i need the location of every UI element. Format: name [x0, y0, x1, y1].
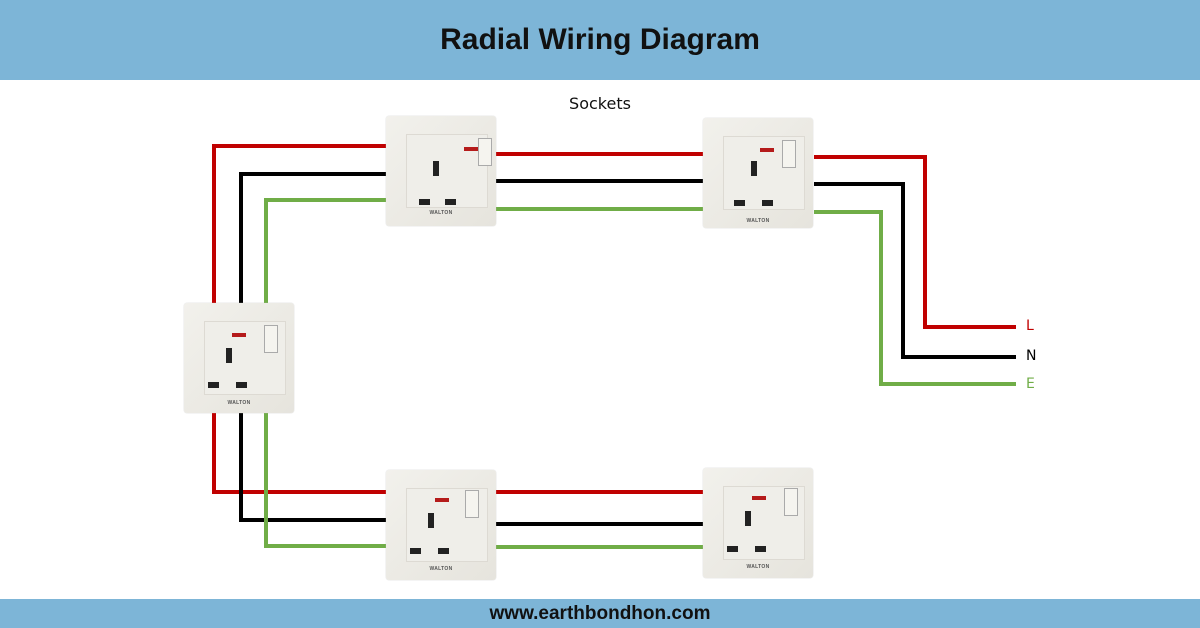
neutral-wire-supply	[814, 182, 1016, 359]
live-pin-icon	[727, 546, 738, 552]
live-pin-icon	[208, 382, 219, 388]
switch-icon	[784, 488, 798, 516]
live-pin-icon	[419, 199, 430, 205]
neutral-wire-left-bottom	[239, 412, 390, 522]
socket-brand: WALTON	[429, 210, 453, 216]
neutral-pin-icon	[438, 548, 449, 554]
page-title: Radial Wiring Diagram	[440, 23, 760, 56]
live-pin-icon	[734, 200, 745, 206]
earth-wire-supply	[814, 210, 1016, 386]
earth-pin-icon	[433, 161, 439, 176]
switch-icon	[478, 138, 492, 166]
live-wire-left-bottom	[212, 412, 390, 494]
switch-icon	[465, 490, 479, 518]
neon-indicator-icon	[752, 496, 766, 500]
terminal-label-neutral: N	[1026, 348, 1037, 364]
title-banner: Radial Wiring Diagram	[0, 0, 1200, 80]
earth-pin-icon	[428, 513, 434, 528]
socket-faceplate	[406, 134, 488, 208]
neon-indicator-icon	[435, 498, 449, 502]
live-wire-supply	[814, 155, 1016, 329]
socket-bottom-right: WALTON	[703, 468, 813, 578]
socket-brand: WALTON	[746, 564, 770, 570]
terminal-label-live: L	[1026, 318, 1034, 334]
neon-indicator-icon	[464, 147, 478, 151]
earth-pin-icon	[226, 348, 232, 363]
socket-brand: WALTON	[227, 400, 251, 406]
earth-wire-left-top	[264, 198, 390, 305]
socket-top-right: WALTON	[703, 118, 813, 228]
footer-banner: www.earthbondhon.com	[0, 599, 1200, 628]
socket-left: WALTON	[184, 303, 294, 413]
live-wire-left-top	[212, 144, 390, 305]
earth-wire-left-bottom	[264, 412, 390, 548]
neutral-pin-icon	[236, 382, 247, 388]
live-pin-icon	[410, 548, 421, 554]
neutral-pin-icon	[755, 546, 766, 552]
socket-top-left: WALTON	[386, 116, 496, 226]
neutral-pin-icon	[445, 199, 456, 205]
neon-indicator-icon	[232, 333, 246, 337]
neutral-wire-left-top	[239, 172, 390, 305]
neutral-pin-icon	[762, 200, 773, 206]
neon-indicator-icon	[760, 148, 774, 152]
earth-pin-icon	[751, 161, 757, 176]
website-url: www.earthbondhon.com	[489, 602, 711, 624]
socket-brand: WALTON	[429, 566, 453, 572]
switch-icon	[782, 140, 796, 168]
switch-icon	[264, 325, 278, 353]
sockets-caption: Sockets	[569, 94, 631, 113]
earth-pin-icon	[745, 511, 751, 526]
terminal-label-earth: E	[1026, 376, 1035, 392]
socket-brand: WALTON	[746, 218, 770, 224]
socket-bottom-left: WALTON	[386, 470, 496, 580]
